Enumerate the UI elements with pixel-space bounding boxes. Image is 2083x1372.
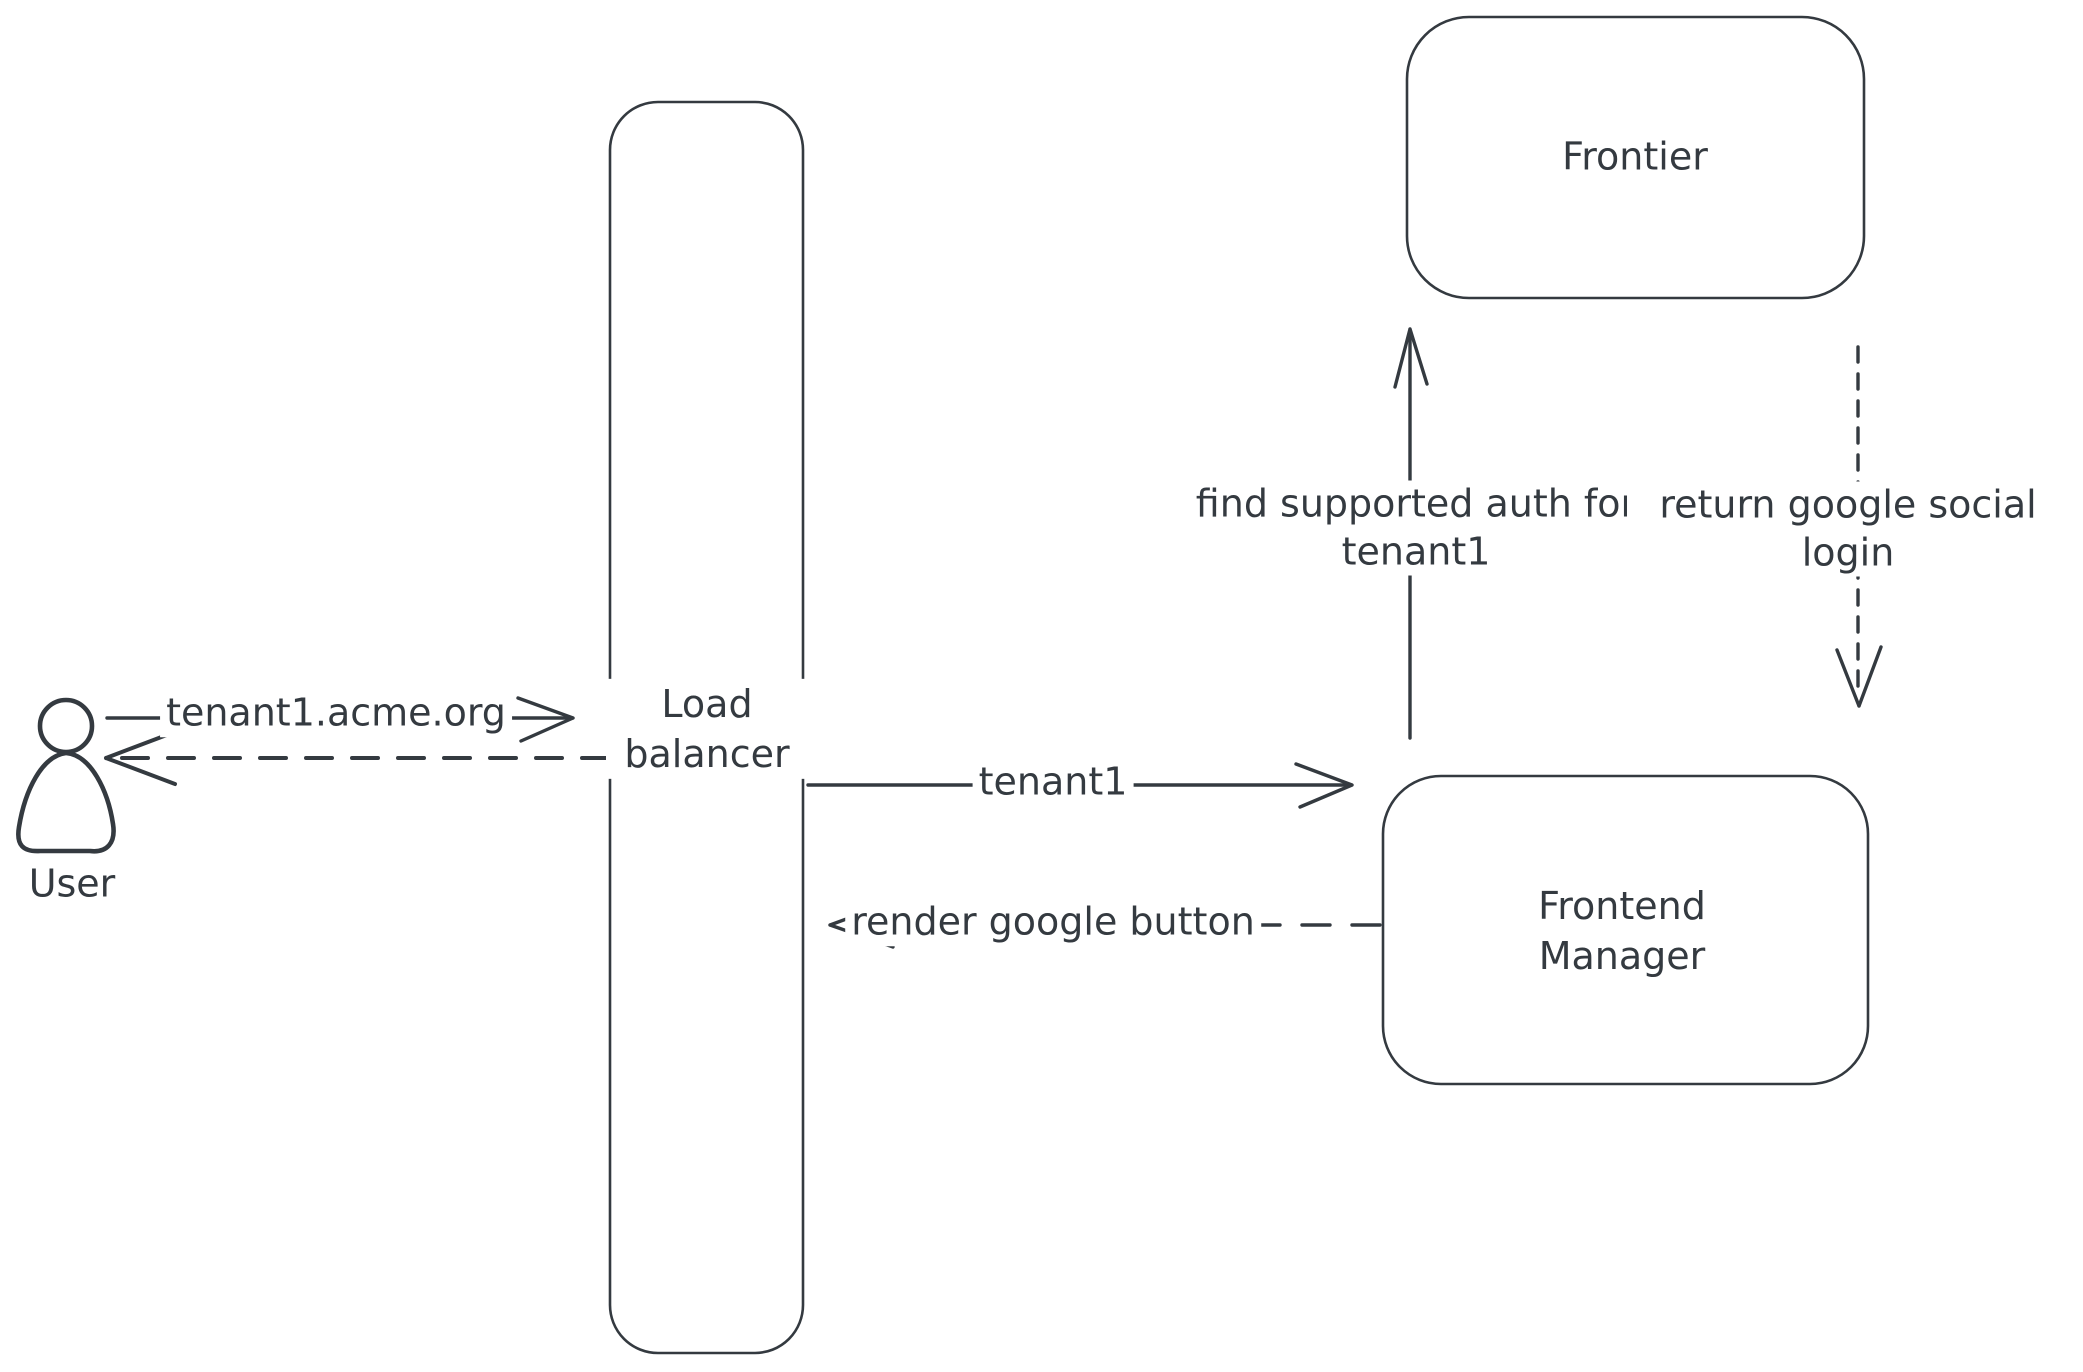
edge-frontier-to-fm-arrowhead	[1835, 645, 1883, 708]
frontier-box	[1405, 15, 1866, 300]
user-figure	[16, 697, 116, 854]
frontier-label: Frontier	[1556, 133, 1714, 181]
frontend-manager-box	[1381, 774, 1870, 1086]
edge-lb-to-user-arrowhead	[104, 731, 177, 786]
frontend-manager-label: Frontend Manager	[1493, 880, 1751, 982]
edge-label-return-google-social-login: return google social login	[1627, 481, 2069, 577]
user-label: User	[22, 860, 122, 908]
edge-label-tenant1-acme-org: tenant1.acme.org	[160, 689, 512, 737]
edge-label-tenant1: tenant1	[972, 758, 1134, 806]
edge-user-to-lb-arrowhead	[516, 696, 575, 743]
edge-label-render-google-button: render google button	[845, 898, 1261, 946]
user-head	[37, 697, 95, 755]
edge-label-find-supported-auth: find supported auth for tenant1	[1187, 480, 1645, 576]
edge-lb-to-fm-arrowhead	[1294, 762, 1354, 809]
edge-fm-to-frontier-arrowhead	[1393, 327, 1429, 389]
load-balancer-label: Load balancer	[606, 678, 808, 780]
edge-lb-to-user	[104, 731, 610, 786]
user-body	[16, 750, 116, 854]
